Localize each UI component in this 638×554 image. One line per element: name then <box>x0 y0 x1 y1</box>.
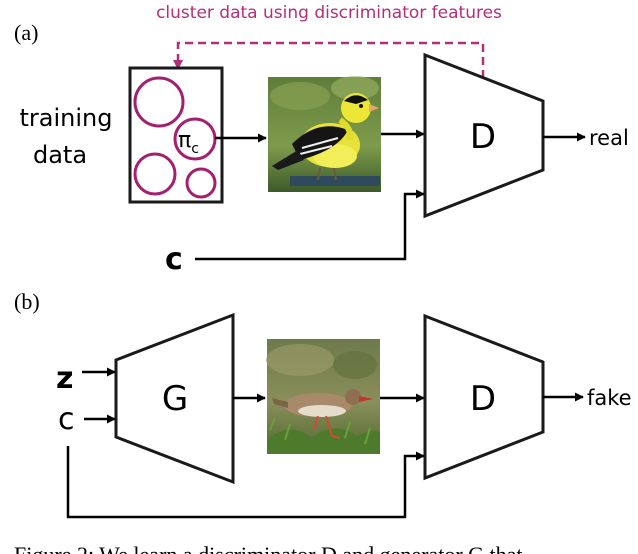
cluster-circle-bottom-left <box>133 152 177 196</box>
cluster-pi-symbol: πc <box>178 128 199 157</box>
feedback-dashed-arrow <box>173 41 485 78</box>
training-data-label-line2: data <box>33 141 87 169</box>
generated-bird-photo <box>266 339 380 454</box>
panel-a-label: (a) <box>14 20 38 45</box>
cluster-circle-large <box>133 76 185 128</box>
condition-c-a-label: c <box>165 242 183 277</box>
goldfinch-photo <box>268 76 381 192</box>
discriminator-a-label: D <box>470 117 496 157</box>
noise-z-label: z <box>56 361 73 396</box>
figure-caption-fragment: Figure 2: We learn a discriminator D and… <box>14 542 523 554</box>
panel-b-label: (b) <box>14 289 40 314</box>
discriminator-a-block <box>423 52 545 219</box>
generator-label: G <box>162 379 188 419</box>
generator-block <box>114 312 235 485</box>
cluster-circle-small <box>185 167 217 199</box>
cluster-annotation: cluster data using discriminator feature… <box>156 3 502 23</box>
arrow-c-to-D-a <box>195 189 425 261</box>
discriminator-b-label: D <box>470 379 496 419</box>
arrow-c-to-D-b <box>66 446 425 519</box>
output-fake-label: fake <box>587 386 632 410</box>
training-data-label-line1: training <box>20 104 113 132</box>
discriminator-b-block <box>423 313 545 481</box>
output-real-label: real <box>589 126 629 150</box>
condition-c-b-label: c <box>58 402 75 437</box>
